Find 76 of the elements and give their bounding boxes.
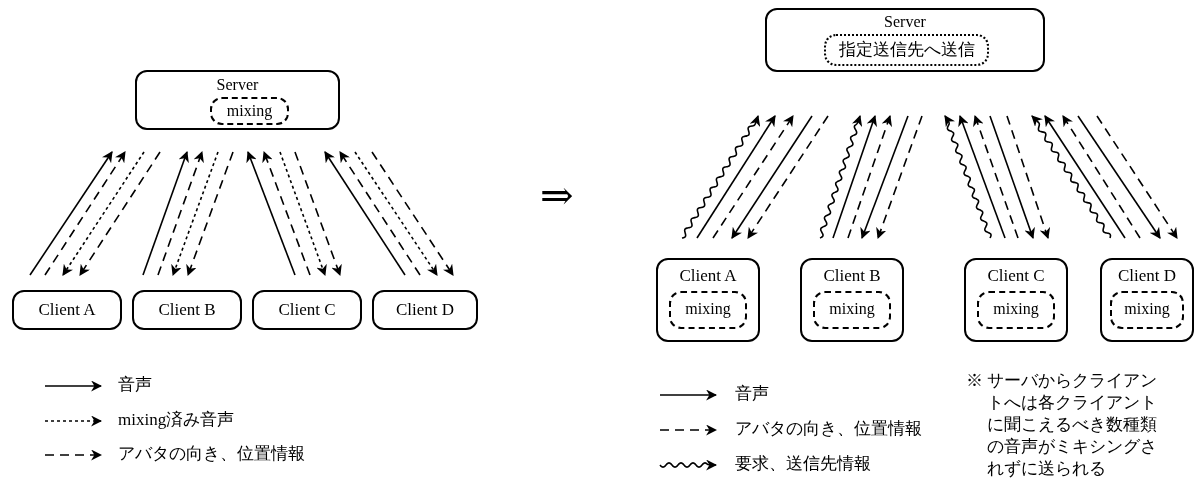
arrow <box>819 114 863 239</box>
arrow <box>731 115 813 239</box>
legend-label: 音声 <box>118 375 152 396</box>
arrow <box>1006 115 1051 240</box>
arrow <box>262 150 311 276</box>
arrow <box>142 150 189 276</box>
client-label: Client A <box>678 266 738 286</box>
client-label: Client D <box>394 300 456 320</box>
client-label: Client C <box>277 300 337 320</box>
box-label: mixing <box>1123 300 1171 319</box>
note-text: ※ サーバからクライアントへは各クライアントに聞こえるべき数種類の音声がミキシングされずに送られる <box>966 370 1159 481</box>
legend-label: 音声 <box>735 384 769 405</box>
arrow <box>860 115 909 240</box>
arrow <box>973 114 1019 239</box>
arrow <box>279 151 327 277</box>
arrow <box>186 151 234 277</box>
arrow <box>62 151 145 276</box>
mixing-box <box>1110 291 1184 329</box>
arrow <box>157 150 204 276</box>
arrow <box>44 151 126 276</box>
server-box <box>135 70 340 130</box>
client-box <box>132 290 242 330</box>
client-label: Client B <box>822 266 882 286</box>
client-label: Client B <box>157 300 217 320</box>
arrow <box>989 115 1035 240</box>
client-box <box>1100 258 1194 342</box>
arrow <box>29 151 113 276</box>
box-label: 指定送信先へ送信 <box>837 40 976 60</box>
arrow <box>339 151 421 276</box>
mixing-box <box>813 291 891 329</box>
client-box <box>252 290 362 330</box>
client-label: Client C <box>986 266 1046 286</box>
arrow <box>876 115 923 240</box>
arrow <box>958 114 1006 239</box>
arrow <box>847 114 892 239</box>
client-box <box>12 290 122 330</box>
arrow <box>79 151 161 276</box>
arrow <box>171 151 219 277</box>
client-box <box>964 258 1068 342</box>
mixing-box <box>669 291 747 329</box>
destination-box <box>824 34 989 66</box>
arrow <box>324 151 406 276</box>
legend-label: アバタの向き、位置情報 <box>735 419 922 440</box>
mixing-box <box>210 97 289 125</box>
arrow <box>1096 115 1178 239</box>
legend-label: アバタの向き、位置情報 <box>118 444 305 465</box>
arrow <box>832 114 877 239</box>
client-box <box>800 258 904 342</box>
server-label: Server <box>883 13 927 32</box>
arrow <box>1062 115 1141 239</box>
legend-label: mixing済み音声 <box>118 410 235 431</box>
box-label: mixing <box>225 102 274 121</box>
arrow <box>354 151 438 276</box>
arrow <box>747 115 829 239</box>
server-box <box>765 8 1045 72</box>
arrow <box>696 115 776 239</box>
implies-symbol: ⇒ <box>540 172 574 220</box>
arrow <box>1077 115 1161 239</box>
box-label: mixing <box>828 300 876 319</box>
client-label: Client D <box>1116 266 1178 286</box>
mixing-box <box>977 291 1055 329</box>
arrow <box>1031 115 1112 239</box>
box-label: mixing <box>684 300 732 319</box>
box-label: mixing <box>992 300 1040 319</box>
arrow <box>1044 115 1126 239</box>
legend-label: 要求、送信先情報 <box>735 454 871 475</box>
arrow <box>944 115 992 239</box>
server-label: Server <box>215 76 260 95</box>
arrow <box>681 114 761 239</box>
client-box <box>656 258 760 342</box>
client-box <box>372 290 478 330</box>
client-label: Client A <box>37 300 97 320</box>
arrow <box>371 151 454 276</box>
arrow <box>246 150 296 276</box>
arrow <box>294 151 342 277</box>
arrow <box>712 115 794 239</box>
